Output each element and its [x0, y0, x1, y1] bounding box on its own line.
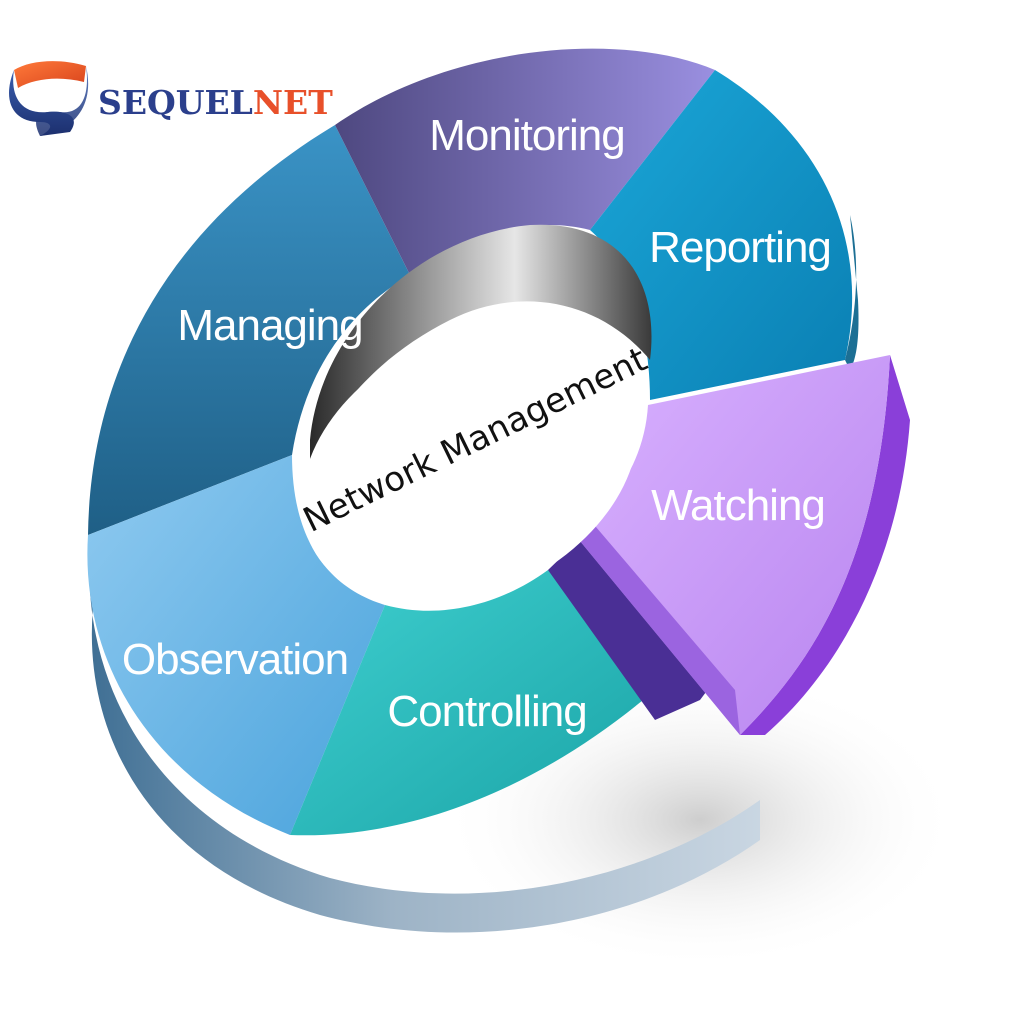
center-hole [301, 324, 639, 606]
segment-monitoring [335, 48, 715, 275]
label-monitoring: Monitoring [429, 111, 624, 160]
label-watching: Watching [651, 481, 825, 530]
brand-name-part1: SEQUEL [98, 83, 253, 122]
segment-controlling [290, 570, 655, 836]
label-managing: Managing [177, 301, 362, 350]
segment-reporting-side [845, 215, 859, 370]
brand-logo: SEQUELNET [9, 61, 333, 136]
segment-managing [88, 125, 410, 535]
brand-name-part2: NET [253, 83, 333, 122]
label-observation: Observation [122, 635, 348, 684]
segment-watching-side [740, 355, 910, 735]
center-hole-wall [310, 224, 652, 470]
label-reporting: Reporting [649, 223, 831, 272]
segment-watching-edge [575, 520, 740, 735]
segment-observation [87, 455, 385, 835]
shield-s-logo-icon [9, 61, 89, 136]
segment-reporting [590, 70, 853, 400]
segment-watching [575, 355, 890, 735]
brand-name: SEQUELNET [98, 83, 333, 122]
label-controlling: Controlling [387, 687, 586, 736]
